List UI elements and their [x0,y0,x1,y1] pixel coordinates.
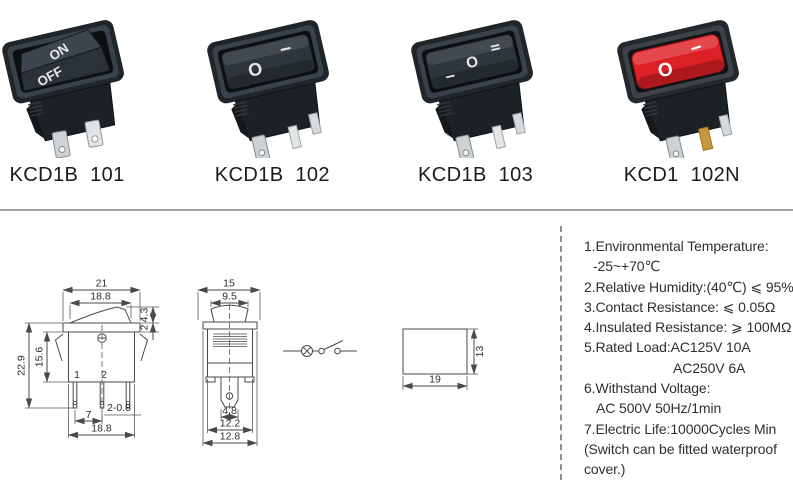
dim-front-pin-note: 2-0.8 [107,402,131,414]
product-label: KCD1 102N [623,164,741,186]
marking-o: O [247,58,265,81]
dim-cutout-width: 19 [429,374,441,386]
terminals-3pin-brass [665,114,733,158]
rocker-switch-photo-103: I O II [410,20,533,158]
spec-waterproof-note-1: (Switch can be fitted waterproof [584,440,777,457]
spec-insulated-resistance: 4.Insulated Resistance: ⩾ 100MΩ [584,319,792,336]
spec-rated-load-2: AC250V 6A [673,359,746,376]
circuit-symbol [283,340,357,357]
technical-drawings: 1 2 21 18.8 4.3 2 [0,211,560,488]
bottom-section: 1 2 21 18.8 4.3 2 [0,211,793,488]
dim-front-pin-pitch: 7 [86,409,92,421]
pin-label-1: 1 [74,369,80,381]
rocker-i-o-ii: I O II [424,33,519,90]
marking-i: I [687,44,703,53]
spec-temperature-range: -25~+70℃ [593,258,661,275]
products-row: ON OFF KCD1B 101 [0,0,793,209]
spec-withstand-voltage: 6.Withstand Voltage: [584,380,711,397]
spec-environmental-temperature: 1.Environmental Temperature: [584,238,769,254]
dim-front-body-height: 15.6 [34,347,46,368]
panel-cutout-drawing: 13 19 [402,328,486,390]
spec-withstand-voltage-value: AC 500V 50Hz/1min [596,400,722,417]
specifications-panel: 1.Environmental Temperature: -25~+70℃ 2.… [560,226,793,480]
marking-ii: II [487,43,502,53]
terminals-2pin [51,119,104,158]
side-view-drawing: 15 9.5 4.8 12.2 12.8 [197,278,261,447]
pin-label-2: 2 [101,369,107,381]
rocker-red: I O [631,34,725,90]
product-cell-kcd1-102n: I O KCD1 102N [583,0,781,209]
product-cell-kcd1b-101: ON OFF KCD1B 101 [0,0,166,209]
terminals-3pin [455,112,526,158]
dim-front-rocker-width: 18.8 [90,291,111,303]
marking-o: O [656,59,675,83]
marking-i: I [277,45,293,52]
dim-side-flange-width: 12.8 [220,431,241,443]
terminals-3pin [251,112,323,158]
dimension-drawing: 1 2 21 18.8 4.3 2 [16,278,486,447]
rocker-switch-photo-102n: I O [617,20,739,158]
product-cell-kcd1b-103: I O II KCD1B 103 [377,0,575,209]
dim-front-bottom-width: 18.8 [91,423,112,435]
product-label: KCD1B 102 [214,164,330,186]
rocker-switch-photo-101: ON OFF [2,20,125,158]
dim-cutout-height: 13 [474,346,486,358]
rocker-i-o: I O [221,33,316,90]
marking-o: O [464,53,480,72]
product-cell-kcd1b-102: I O KCD1B 102 [173,0,371,209]
marking-i: I [443,73,457,79]
dim-front-bezel-height: 2 [139,324,151,330]
dim-side-body-width: 12.2 [220,418,241,430]
spec-waterproof-note-2: cover.) [584,461,626,478]
rocker-switch-photo-102: I O [207,20,330,158]
spec-rated-load: 5.Rated Load:AC125V 10A [584,339,751,356]
dim-side-rocker-width: 9.5 [222,291,237,303]
spec-contact-resistance: 3.Contact Resistance: ⩽ 0.05Ω [584,298,776,315]
spec-electric-life: 7.Electric Life:10000Cycles Min [584,420,777,437]
dim-front-total-height: 22.9 [16,355,28,376]
dim-front-top-width: 21 [96,278,108,290]
product-label: KCD1B 101 [9,164,125,186]
horizontal-divider [0,209,793,211]
product-label: KCD1B 103 [418,164,534,186]
front-view-drawing: 1 2 21 18.8 4.3 2 [16,278,159,439]
spec-relative-humidity: 2.Relative Humidity:(40℃) ⩽ 95% [584,278,793,295]
dim-side-pin-width: 4.8 [222,405,237,417]
dim-side-top-width: 15 [223,278,235,290]
dim-front-rocker-height: 4.3 [139,308,151,323]
